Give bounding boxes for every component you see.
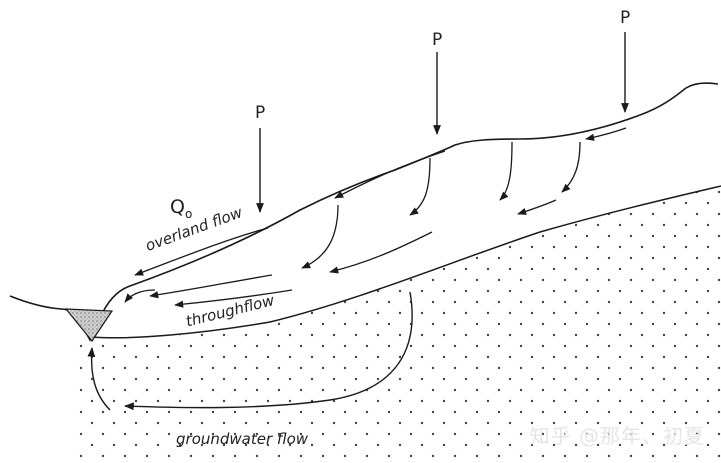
overland-flow-line-lower — [134, 227, 269, 276]
qo-label: Qo — [170, 196, 192, 221]
overland-flow-line-upper — [334, 150, 446, 199]
qo-subscript: o — [184, 206, 193, 221]
infiltration-arrow-3 — [499, 141, 513, 201]
throughflow-arrow-2 — [174, 289, 293, 308]
bedrock-zone — [78, 186, 721, 463]
groundwater-flow-arrow-long — [124, 291, 413, 411]
precip-label-right: P — [620, 8, 631, 28]
throughflow-arrow-3 — [329, 231, 433, 274]
throughflow-arrow-4 — [517, 199, 557, 215]
precip-label-mid: P — [432, 30, 443, 50]
infiltration-arrow-4 — [561, 141, 581, 193]
infiltration-arrow-1 — [301, 204, 339, 269]
infiltration-arrow-2 — [409, 157, 431, 216]
throughflow-to-stream-arrow — [124, 289, 156, 303]
throughflow-arrow-1 — [149, 274, 273, 299]
groundwater-upflow-arrow — [87, 347, 111, 411]
overland-flow-line-top — [585, 127, 627, 141]
watermark-text: 知乎 @那年、初夏 — [529, 424, 705, 448]
qo-main: Q — [170, 196, 185, 218]
groundwater-flow-label: groundwater flow — [176, 430, 309, 448]
stream-channel — [64, 308, 114, 343]
precip-label-left: P — [255, 103, 266, 123]
bedrock-boundary-line — [91, 185, 721, 339]
